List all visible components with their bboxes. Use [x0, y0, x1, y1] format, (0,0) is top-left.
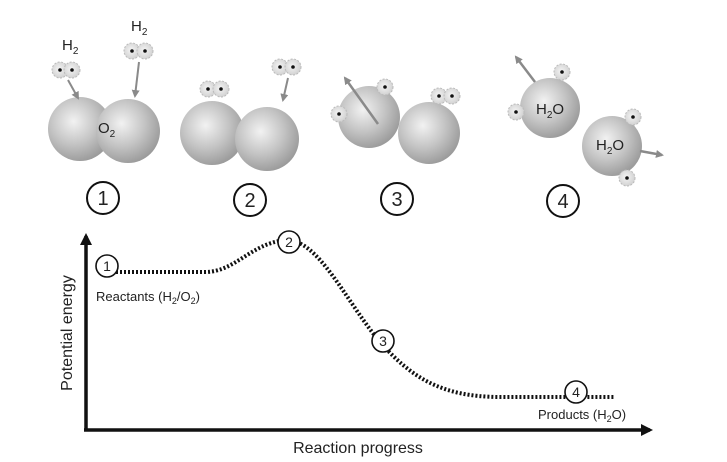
- oxygen-atom: [235, 107, 299, 171]
- h2-label: H2: [131, 18, 148, 38]
- reactants-label: Reactants (H2/O2): [96, 289, 200, 306]
- motion-arrow: [343, 76, 380, 125]
- motion-arrow: [67, 79, 79, 100]
- products-label: Products (H2O): [538, 407, 626, 424]
- svg-text:2: 2: [285, 234, 293, 250]
- oxygen-atom: [338, 86, 400, 148]
- hydrogen-atom: [553, 63, 571, 81]
- h2-label: H2: [62, 37, 79, 57]
- stage-badge-2: 2: [233, 183, 267, 217]
- x-axis-label: Reaction progress: [293, 440, 423, 457]
- stage-2-molecules: [180, 58, 302, 171]
- curve-marker-4: 4: [564, 380, 588, 404]
- water-oxygen: [582, 116, 642, 176]
- motion-arrow: [280, 77, 289, 102]
- stage-3-molecules: [330, 76, 461, 164]
- energy-curve: [100, 237, 615, 399]
- svg-text:4: 4: [557, 191, 568, 213]
- stage-4-molecules: H2O H2O: [507, 55, 664, 187]
- oxygen-atom: [398, 102, 460, 164]
- y-axis-label: Potential energy: [59, 275, 76, 391]
- motion-arrow: [514, 55, 536, 83]
- oxygen-atom: [48, 97, 112, 161]
- stage-badge-3: 3: [380, 182, 414, 216]
- hydrogen-atom: [507, 103, 525, 121]
- oxygen-atom: [180, 101, 244, 165]
- hydrogen-atom: [330, 105, 348, 123]
- hydrogen-atom: [618, 169, 636, 187]
- curve-marker-1: 1: [95, 254, 119, 278]
- energy-graph: 1 2 3 4 Reactants (H2/O2) Products (H2O)…: [59, 230, 653, 457]
- hydrogen-molecule: [430, 87, 461, 105]
- stage-badge-1: 1: [86, 181, 120, 215]
- stage-badge-4: 4: [546, 184, 580, 218]
- h2o-label: H2O: [536, 101, 564, 121]
- motion-arrow: [639, 149, 664, 158]
- hydrogen-molecule: [271, 58, 302, 76]
- o2-label: O2: [98, 120, 116, 140]
- svg-text:1: 1: [97, 188, 108, 210]
- hydrogen-atom: [624, 108, 642, 126]
- hydrogen-molecule: [51, 61, 81, 79]
- stage-1-molecules: O2 H2 H2: [48, 18, 160, 163]
- svg-text:1: 1: [103, 258, 111, 274]
- motion-arrow: [131, 61, 140, 98]
- curve-marker-2: 2: [277, 230, 301, 254]
- svg-text:3: 3: [379, 333, 387, 349]
- svg-text:3: 3: [391, 189, 402, 211]
- h2o-label: H2O: [596, 137, 624, 157]
- svg-text:4: 4: [572, 384, 580, 400]
- hydrogen-molecule: [123, 42, 154, 60]
- hydrogen-atom: [376, 78, 394, 96]
- water-oxygen: [520, 78, 580, 138]
- svg-text:2: 2: [244, 190, 255, 212]
- hydrogen-molecule: [199, 80, 230, 98]
- curve-marker-3: 3: [371, 329, 395, 353]
- oxygen-atom: [96, 99, 160, 163]
